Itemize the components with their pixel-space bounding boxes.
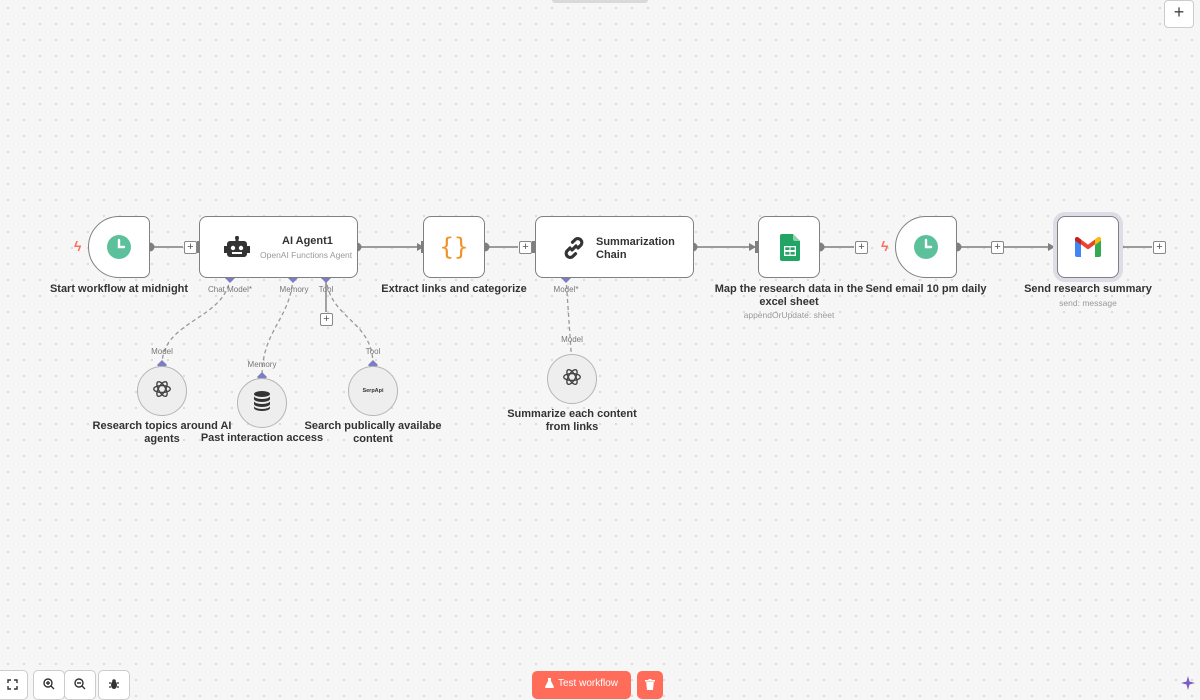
add-node-button[interactable]: + [1164,0,1194,28]
robot-icon [224,235,250,261]
memory-node[interactable] [237,378,287,428]
trigger-bolt-icon: ϟ [74,238,82,254]
ai-agent-node[interactable]: AI Agent1 OpenAI Functions Agent [199,216,358,278]
summarization-chain-node[interactable]: Summarization Chain [535,216,694,278]
serpapi-node-label: Search publically availabe content [304,420,442,445]
research-model-node[interactable] [137,366,187,416]
summarize-model-port-label: Model* [553,285,579,294]
add-connection-button[interactable]: + [519,241,532,254]
gmail-node[interactable] [1057,216,1119,278]
chain-link-icon [560,234,588,262]
bug-icon [108,677,120,695]
flask-icon [544,678,554,691]
start-workflow-label: Start workflow at midnight [49,283,189,295]
gmail-node-sublabel: send: message [1059,298,1117,308]
add-connection-button[interactable]: + [184,241,197,254]
sheets-node-sublabel: appendOrUpdate: sheet [743,310,835,320]
email-schedule-label: Send email 10 pm daily [865,283,987,295]
summary-model-label: Summarize each content from links [507,408,637,433]
zoom-out-button[interactable] [64,670,96,700]
test-workflow-button[interactable]: Test workflow [532,671,631,699]
add-connection-button[interactable]: + [855,241,868,254]
memory-node-label: Past interaction access [200,432,324,444]
extract-links-node[interactable]: {} [423,216,485,278]
zoom-in-icon [43,677,55,695]
add-connection-button[interactable]: + [991,241,1004,254]
code-braces-icon: {} [439,233,469,261]
edge-memory-to-db [261,277,294,378]
edge-tool-to-serp [325,277,374,366]
zoom-in-button[interactable] [33,670,65,700]
database-icon [253,390,271,417]
start-workflow-node[interactable] [88,216,150,278]
trigger-bolt-icon: ϟ [881,238,889,254]
ai-agent-title: AI Agent1 [282,235,333,247]
test-workflow-label: Test workflow [557,678,618,689]
top-tab-indicator [552,0,648,3]
sheets-node-label: Map the research data in the excel sheet [714,283,864,308]
google-sheets-node[interactable] [758,216,820,278]
edge-chatmodel-to-model [161,277,231,366]
debug-button[interactable] [98,670,130,700]
serpapi-logo-icon: SerpApi [362,388,384,394]
serp-port-label: Tool [365,347,381,356]
fit-view-button[interactable] [0,670,28,700]
summarization-chain-title: Summarization Chain [596,236,675,261]
add-tool-button[interactable]: + [320,313,333,326]
edge-summarize-model [565,277,573,366]
gmail-icon [1075,237,1101,257]
zoom-out-icon [74,677,86,695]
sparkle-icon [1181,676,1195,695]
summary-model-node[interactable] [547,354,597,404]
serpapi-node[interactable]: SerpApi [348,366,398,416]
gmail-node-label: Send research summary [1024,283,1152,295]
extract-links-label: Extract links and categorize [381,283,527,295]
summary-model-port-label: Model [561,335,583,344]
openai-icon [561,366,583,393]
email-schedule-node[interactable] [895,216,957,278]
fit-view-icon [6,677,18,695]
assistant-button[interactable] [1172,670,1200,700]
clock-icon [912,233,940,261]
ai-agent-subtitle: OpenAI Functions Agent [260,250,353,260]
memory-node-port-label: Memory [247,360,277,369]
clock-icon [105,233,133,261]
memory-port-label: Memory [279,285,309,294]
chat-model-port-label: Chat Model* [207,285,253,294]
openai-icon [151,378,173,405]
research-model-label: Research topics around AI agents [92,420,232,445]
research-model-port-label: Model [151,347,173,356]
google-sheets-icon [780,233,800,261]
trash-icon [645,677,655,695]
tool-port-label: Tool [318,285,334,294]
add-connection-button[interactable]: + [1153,241,1166,254]
delete-button[interactable] [637,671,663,699]
